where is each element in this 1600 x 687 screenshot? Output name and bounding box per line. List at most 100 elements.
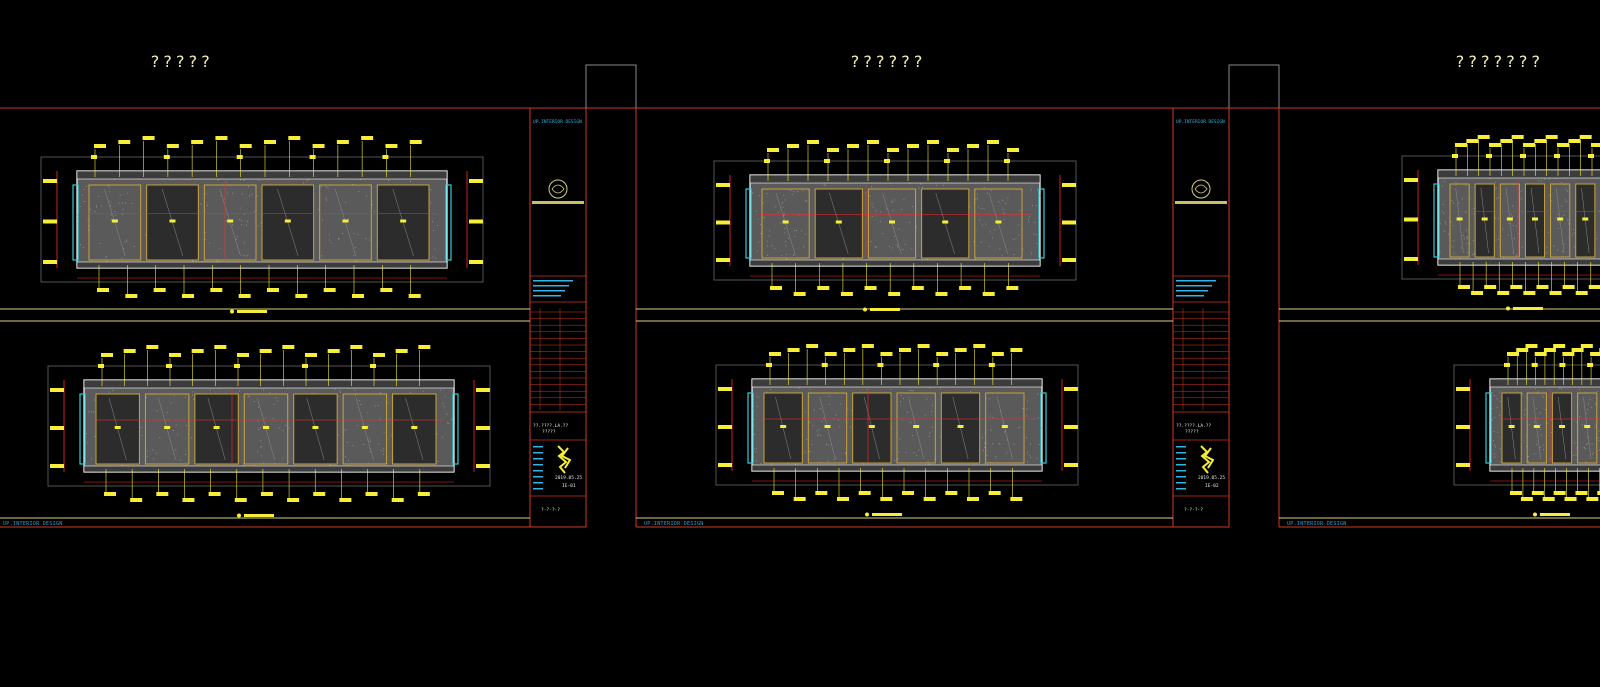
- hatch-dot: [969, 206, 971, 208]
- hatch-dot: [823, 418, 825, 419]
- hatch-dot: [989, 415, 991, 417]
- hatch-dot: [244, 242, 245, 244]
- hatch-dot: [1036, 458, 1038, 460]
- hatch-dot: [175, 449, 177, 451]
- hatch-dot: [783, 195, 785, 196]
- leader-tag: [1010, 497, 1023, 501]
- hatch-dot: [998, 442, 1000, 444]
- tb2-firm: UP.INTERIOR DESIGN: [1176, 120, 1225, 125]
- glass-left: [745, 188, 752, 259]
- hatch-dot: [826, 443, 827, 445]
- hatch-dot: [1589, 399, 1591, 401]
- hatch-dot: [1550, 432, 1552, 433]
- hatch-dot: [931, 427, 933, 428]
- hatch-dot: [1002, 213, 1004, 215]
- leader-tag: [927, 140, 939, 144]
- hatch-dot: [825, 184, 827, 186]
- ceiling-band: [749, 174, 1041, 184]
- leader-tag: [1562, 352, 1575, 356]
- leader-tag: [954, 348, 967, 352]
- hatch-dot: [1039, 195, 1041, 196]
- hatch-dot: [87, 229, 89, 231]
- hatch-dot: [220, 195, 222, 197]
- level-tag: [50, 464, 64, 468]
- leader-tag: [309, 155, 316, 159]
- hatch-dot: [986, 454, 988, 456]
- hatch-dot: [1557, 228, 1559, 229]
- hatch-dot: [430, 202, 432, 204]
- sheet-frames: [0, 107, 1600, 528]
- leader-tag: [817, 286, 830, 290]
- hatch-dot: [1002, 255, 1003, 257]
- hatch-dot: [152, 449, 154, 451]
- elevation-marker: [863, 307, 867, 312]
- leader-tag: [1575, 291, 1588, 295]
- tag-mark: [1559, 425, 1565, 428]
- hatch-dot: [1508, 222, 1510, 224]
- elevation-label: [244, 514, 274, 517]
- hatch-dot: [334, 388, 336, 390]
- leader-tag: [988, 491, 1001, 495]
- hatch-dot: [185, 267, 187, 269]
- leader-tag: [1579, 135, 1592, 139]
- signature-stamp-icon: [557, 445, 568, 474]
- elevation-frame: [1401, 155, 1600, 280]
- hatch-dot: [785, 254, 787, 255]
- hatch-dot: [146, 456, 148, 458]
- hatch-dot: [366, 412, 368, 414]
- panel: [1499, 183, 1520, 258]
- hatch-dot: [1491, 407, 1493, 409]
- hatch-dot: [1572, 229, 1574, 230]
- hatch-dot: [891, 247, 893, 249]
- hatch-dot: [1036, 242, 1038, 244]
- tag-mark: [114, 426, 121, 429]
- hatch-dot: [1539, 412, 1541, 414]
- hatch-dot: [912, 435, 914, 437]
- hatch-dot: [209, 242, 211, 244]
- hatch-dot: [983, 208, 985, 210]
- leader-tag: [1455, 143, 1467, 147]
- leader-tag: [1562, 285, 1575, 289]
- hatch-dot: [383, 431, 385, 433]
- hatch-dot: [91, 458, 93, 460]
- tb-info-line: [533, 290, 565, 292]
- hatch-dot: [1444, 180, 1446, 182]
- leader-tag: [1520, 497, 1533, 501]
- leader-tag: [1590, 352, 1600, 356]
- hatch-dot: [258, 180, 260, 181]
- hatch-dot: [915, 226, 917, 228]
- level-tag: [43, 179, 57, 183]
- hatch-dot: [1453, 202, 1454, 204]
- hatch-dot: [1455, 181, 1457, 183]
- hatch-dot: [899, 401, 901, 403]
- hatch-dot: [1013, 254, 1015, 256]
- leader-tag: [1497, 291, 1510, 295]
- leader-tag: [166, 364, 172, 368]
- elevation-5: [1401, 135, 1600, 311]
- hatch-dot: [927, 258, 929, 260]
- hatch-dot: [279, 427, 281, 429]
- hatch-dot: [436, 224, 438, 226]
- floor-band: [749, 259, 1041, 267]
- hatch-dot: [258, 429, 260, 431]
- leader-tag: [1588, 285, 1600, 289]
- hatch-dot: [1575, 454, 1577, 456]
- hatch-dot: [379, 392, 381, 394]
- leader-tag: [417, 492, 430, 496]
- hatch-dot: [796, 259, 798, 261]
- leader-tag: [191, 140, 204, 144]
- hatch-dot: [768, 235, 770, 237]
- hatch-dot: [328, 233, 330, 235]
- hatch-dot: [842, 258, 844, 260]
- hatch-dot: [888, 246, 890, 247]
- hatch-dot: [1592, 453, 1594, 455]
- tb2-sheet-no: IE-02: [1205, 484, 1219, 489]
- tag-mark: [1582, 217, 1589, 221]
- leader-tag: [888, 292, 901, 296]
- elevation-drawings: [40, 135, 1600, 518]
- hatch-dot: [1498, 238, 1500, 240]
- tag-mark: [824, 425, 831, 428]
- hatch-dot: [829, 403, 830, 405]
- hatch-dot: [126, 241, 128, 243]
